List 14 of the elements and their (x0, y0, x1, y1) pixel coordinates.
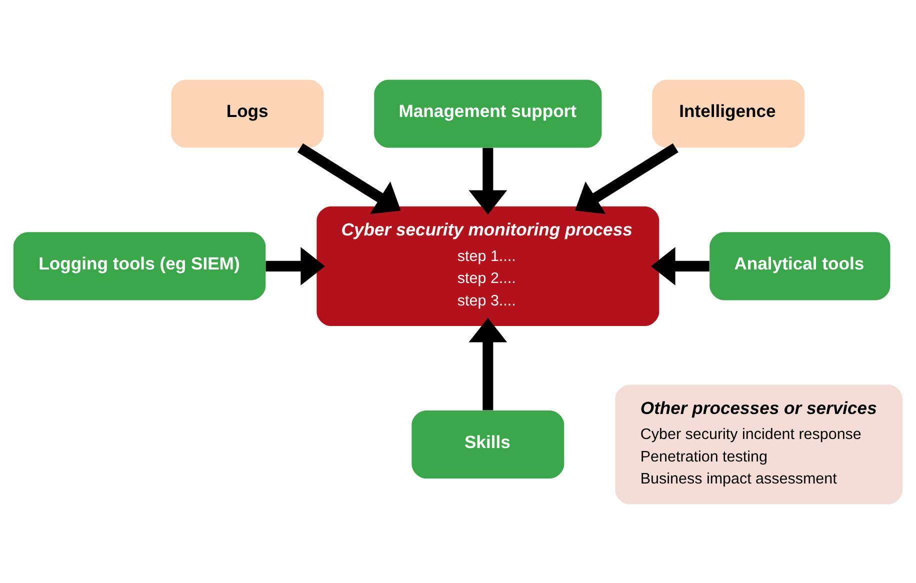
arrow (574, 142, 678, 214)
node-box: Intelligence (652, 79, 805, 148)
node-box: Cyber security monitoring process step 1.... step 2.... step 3.... (316, 206, 660, 326)
node-box: Other processes or services Cyber security incident response Penetration testing Business impact assessment (615, 384, 903, 504)
node-box: Logs (171, 79, 324, 148)
arrow (468, 147, 508, 214)
arrow (297, 142, 401, 214)
arrow (266, 246, 326, 285)
node-box: Management support (374, 79, 602, 148)
arrow (650, 246, 710, 285)
arrow (468, 317, 508, 410)
node-box: Skills (412, 410, 564, 478)
node-box: Analytical tools (710, 232, 890, 300)
node-box: Logging tools (eg SIEM) (13, 232, 266, 300)
